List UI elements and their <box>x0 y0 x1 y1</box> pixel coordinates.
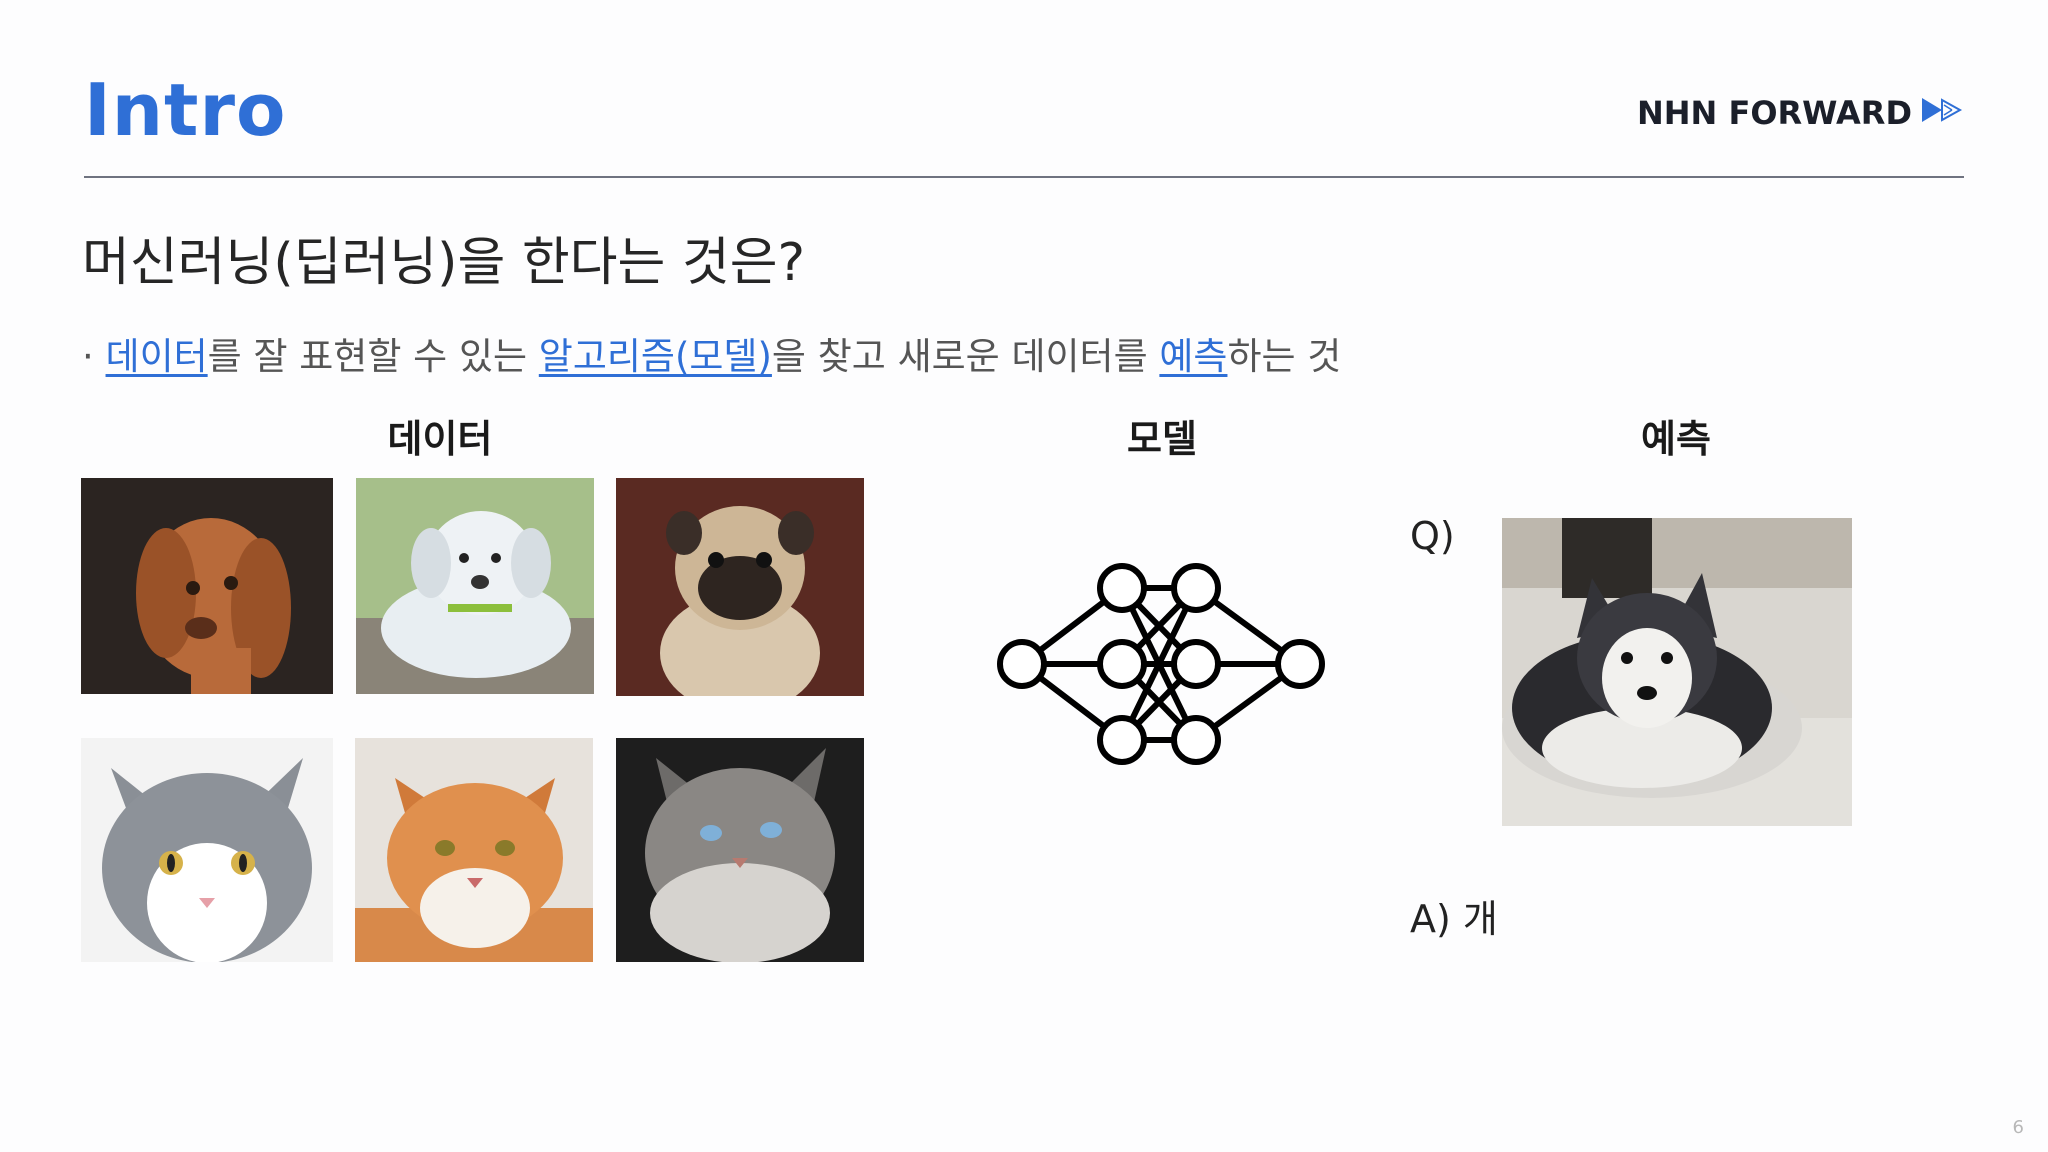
answer-label: A) 개 <box>1410 897 1498 941</box>
dog-white-puppy-photo <box>356 478 594 694</box>
slide-title: Intro <box>84 68 287 152</box>
cat-gray-longhair-photo <box>616 738 864 962</box>
header-divider <box>84 176 1964 178</box>
description-line: · 데이터를 잘 표현할 수 있는 알고리즘(모델)을 찾고 새로운 데이터를 … <box>82 326 1341 380</box>
page-number: 6 <box>2012 1117 2024 1138</box>
column-label-model: 모델 <box>1127 417 1197 461</box>
neural-network-icon <box>996 556 1326 772</box>
description-text-1: 를 잘 표현할 수 있는 <box>207 335 539 378</box>
bullet: · <box>82 335 94 378</box>
description-text-2: 을 찾고 새로운 데이터를 <box>771 335 1160 378</box>
description-text-3: 하는 것 <box>1227 335 1342 378</box>
section-heading: 머신러닝(딥러닝)을 한다는 것은? <box>82 233 806 293</box>
double-play-arrow-icon <box>1922 94 1966 132</box>
dog-husky-query-photo <box>1502 518 1852 826</box>
cat-gray-white-photo <box>81 738 333 962</box>
column-label-data: 데이터 <box>387 417 493 461</box>
keyword-data: 데이터 <box>105 335 208 378</box>
keyword-model: 알고리즘(모델) <box>538 335 772 378</box>
dog-vizsla-photo <box>81 478 333 694</box>
dog-pug-photo <box>616 478 864 696</box>
question-label: Q) <box>1410 514 1455 558</box>
keyword-predict: 예측 <box>1159 335 1228 378</box>
brand-logo: NHN FORWARD <box>1637 94 1966 132</box>
cat-orange-tabby-photo <box>355 738 593 962</box>
brand-name: NHN FORWARD <box>1636 94 1912 132</box>
column-label-predict: 예측 <box>1641 417 1711 461</box>
